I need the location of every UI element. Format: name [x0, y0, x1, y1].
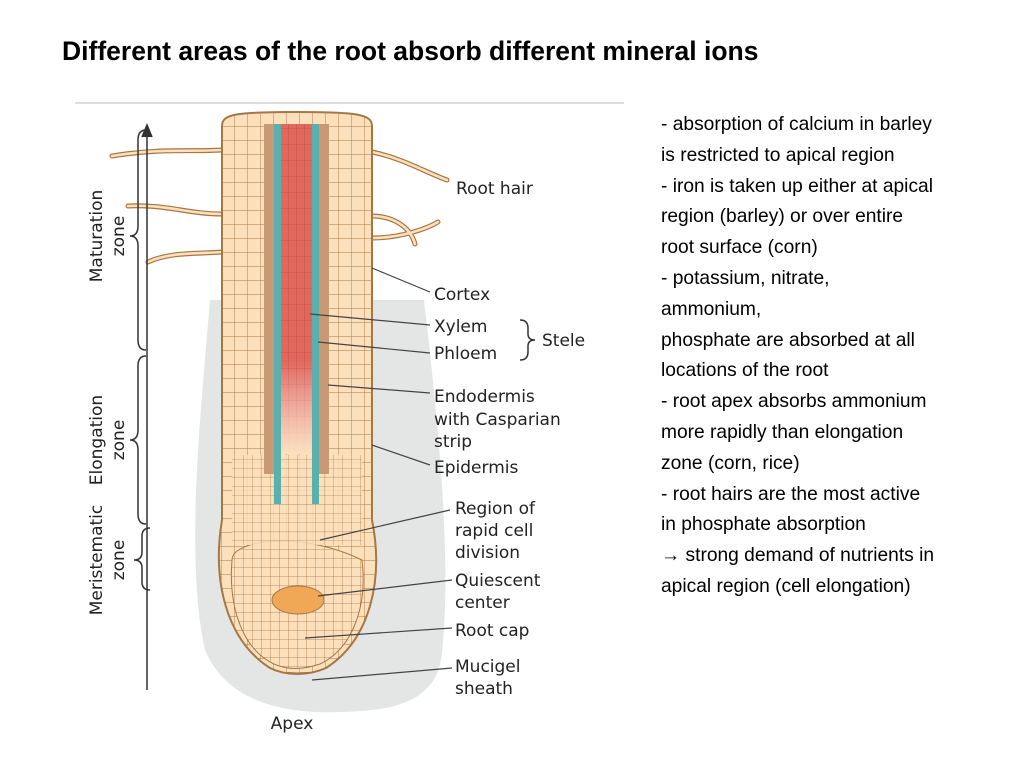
- endodermis-left: [264, 124, 274, 474]
- note-line: - iron is taken up either at apical: [661, 175, 933, 197]
- zone-meristematic-1: Meristematic: [87, 505, 107, 616]
- label-endodermis-3: strip: [434, 432, 472, 452]
- note-line: more rapidly than elongation: [661, 421, 904, 443]
- note-line: in phosphate absorption: [661, 514, 866, 536]
- label-stele: Stele: [542, 331, 585, 351]
- note-line: locations of the root: [661, 360, 829, 382]
- note-line: apical region (cell elongation): [661, 575, 911, 597]
- label-xylem: Xylem: [434, 317, 487, 337]
- zone-axis: [129, 123, 153, 690]
- zone-meristematic-2: zone: [109, 540, 129, 581]
- leader-lines: [304, 267, 453, 681]
- label-epidermis: Epidermis: [434, 458, 518, 478]
- notes-text: - absorption of calcium in barley is res…: [661, 110, 1021, 603]
- meristem-region: [232, 455, 362, 545]
- slide-title: Different areas of the root absorb diffe…: [62, 36, 759, 66]
- note-line: root surface (corn): [661, 237, 818, 259]
- note-line: zone (corn, rice): [661, 452, 800, 474]
- label-cortex: Cortex: [434, 285, 490, 305]
- note-line: region (barley) or over entire: [661, 206, 904, 228]
- label-endodermis-2: with Casparian: [434, 410, 561, 430]
- label-quiescent-2: center: [455, 593, 510, 613]
- note-line: → strong demand of nutrients in: [661, 545, 935, 567]
- zone-elongation-1: Elongation: [87, 395, 107, 485]
- endodermis-right: [319, 124, 329, 474]
- quiescent-center: [271, 585, 325, 615]
- label-apex: Apex: [271, 714, 314, 734]
- label-phloem: Phloem: [434, 344, 497, 364]
- label-rapid-2: rapid cell: [455, 521, 533, 541]
- label-mucigel-1: Mucigel: [455, 657, 521, 677]
- note-line: is restricted to apical region: [661, 144, 895, 166]
- note-line: - potassium, nitrate,: [661, 267, 830, 289]
- label-mucigel-2: sheath: [455, 679, 513, 699]
- label-root-hair: Root hair: [456, 179, 533, 199]
- label-rapid-3: division: [455, 543, 520, 563]
- note-line: phosphate are absorbed at all: [661, 329, 915, 351]
- label-endodermis-1: Endodermis: [434, 387, 535, 407]
- stele-brace: [519, 319, 536, 361]
- label-quiescent-1: Quiescent: [455, 571, 541, 591]
- note-line: - absorption of calcium in barley: [661, 114, 932, 135]
- zone-maturation-2: zone: [109, 216, 129, 257]
- label-rapid-1: Region of: [455, 499, 536, 519]
- phloem-left: [274, 124, 281, 504]
- note-line: - root apex absorbs ammonium: [661, 391, 927, 413]
- zone-elongation-2: zone: [109, 420, 129, 461]
- zone-maturation-1: Maturation: [87, 190, 107, 283]
- note-line: ammonium,: [661, 298, 762, 320]
- note-line: - root hairs are the most active: [661, 483, 921, 505]
- label-root-cap: Root cap: [455, 621, 529, 641]
